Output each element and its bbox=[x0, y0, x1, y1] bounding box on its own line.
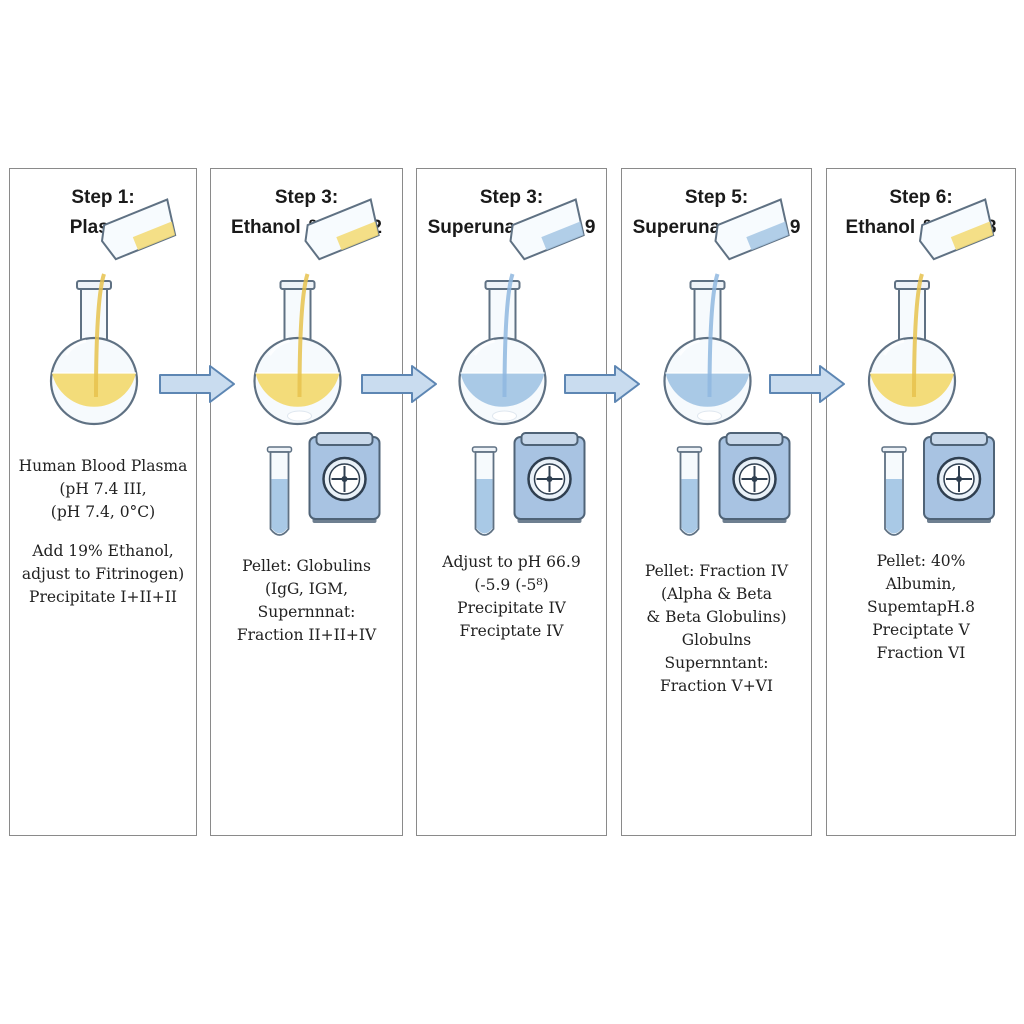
pouring-beaker-icon bbox=[509, 198, 585, 261]
step-panel-2: Step 3: Ethanol & pH 7.2 Pellet: Globuli… bbox=[210, 168, 403, 836]
description-line: Freciptate IV bbox=[459, 622, 564, 640]
pellet-icon bbox=[697, 410, 722, 422]
pouring-beaker-icon bbox=[100, 198, 177, 261]
description-line: Albumin, bbox=[885, 575, 957, 593]
description-line: SupemtapH.8 bbox=[866, 598, 976, 616]
description-line: Add 19% Ethanol, bbox=[32, 542, 174, 560]
step-panel-1: Step 1: Plasma Human Blood Plasma(pH 7.4… bbox=[9, 168, 197, 836]
pour-stream bbox=[707, 273, 720, 398]
centrifuge-icon bbox=[923, 432, 995, 523]
step-panel-3: Step 3: Superunant pH 6.9 Adjust to pH 6… bbox=[416, 168, 607, 836]
description-line: Fraction VI bbox=[876, 644, 966, 662]
line-gap bbox=[10, 524, 196, 540]
step-panel-5: Step 6: Ethanol & pH 4.8 Pellet: 40%Albu… bbox=[826, 168, 1016, 836]
pour-stream bbox=[502, 273, 515, 398]
description-line: Adjust to pH 66.9 bbox=[442, 553, 581, 571]
step-illustration bbox=[49, 198, 177, 426]
right-arrow-icon bbox=[361, 365, 437, 403]
test-tube-icon bbox=[266, 446, 293, 536]
description-line: Preciptate V bbox=[872, 621, 970, 639]
round-flask-icon bbox=[253, 280, 342, 426]
centrifuge-icon bbox=[513, 432, 586, 523]
pouring-beaker-icon bbox=[304, 198, 380, 261]
description-line: Human Blood Plasma bbox=[18, 457, 188, 475]
step-number: Step 5: bbox=[684, 187, 749, 208]
test-tube-icon bbox=[676, 446, 703, 536]
pour-stream bbox=[94, 273, 106, 398]
centrifuge-icon bbox=[308, 432, 381, 523]
round-flask-icon bbox=[458, 280, 547, 426]
test-tube-icon bbox=[471, 446, 498, 536]
description-line: (pH 7.4, 0°C) bbox=[50, 503, 156, 521]
description-line: & Beta Globulins) bbox=[646, 608, 787, 626]
test-tube-icon bbox=[881, 446, 907, 536]
step-illustration bbox=[663, 198, 791, 536]
step-description: Pellet: Globulins (IgG, IGM, Supernnnat: Fr… bbox=[211, 555, 402, 647]
step-illustration bbox=[458, 198, 586, 536]
description-line: Supernntant: bbox=[664, 654, 769, 672]
step-number: Step 3: bbox=[274, 187, 339, 208]
description-line: Pellet: Globulins bbox=[242, 557, 371, 575]
description-line: Supernnnat: bbox=[257, 603, 356, 621]
pellet-icon bbox=[492, 410, 517, 422]
description-line: Pellet: Fraction IV bbox=[644, 562, 789, 580]
description-line: Precipitate I+II+II bbox=[29, 588, 177, 606]
description-line: Fraction II+II+IV bbox=[236, 626, 377, 644]
step-description: Adjust to pH 66.9 (-5.9 (-5⁸) Precipitate … bbox=[417, 551, 606, 643]
pouring-beaker-icon bbox=[918, 198, 995, 261]
step-illustration bbox=[253, 198, 381, 536]
centrifuge-icon bbox=[718, 432, 791, 523]
description-line: Globulns bbox=[681, 631, 752, 649]
round-flask-icon bbox=[49, 280, 139, 426]
description-line: Fraction V+VI bbox=[659, 677, 773, 695]
pour-stream bbox=[297, 273, 310, 398]
description-line: (-5.9 (-5⁸) bbox=[474, 576, 549, 594]
step-number: Step 3: bbox=[479, 187, 544, 208]
step-description: Human Blood Plasma (pH 7.4 III, (pH 7.4, 0… bbox=[10, 455, 196, 609]
round-flask-icon bbox=[663, 280, 752, 426]
right-arrow-icon bbox=[159, 365, 235, 403]
description-line: Precipitate IV bbox=[457, 599, 566, 617]
step-illustration bbox=[867, 198, 995, 536]
step-panel-4: Step 5: Superunant pH 6.9 Pellet: Fracti… bbox=[621, 168, 812, 836]
step-number: Step 6: bbox=[889, 187, 953, 208]
step-description: Pellet: Fraction IV (Alpha & Beta & Beta G… bbox=[622, 560, 811, 698]
description-line: adjust to Fitrinogen) bbox=[21, 565, 185, 583]
pellet-icon bbox=[287, 410, 312, 422]
pour-stream bbox=[912, 273, 924, 398]
description-line: (IgG, IGM, bbox=[264, 580, 349, 598]
description-line: (pH 7.4 III, bbox=[59, 480, 147, 498]
description-line: (Alpha & Beta bbox=[660, 585, 773, 603]
right-arrow-icon bbox=[769, 365, 845, 403]
right-arrow-icon bbox=[564, 365, 640, 403]
step-number: Step 1: bbox=[71, 187, 135, 208]
pouring-beaker-icon bbox=[714, 198, 790, 261]
round-flask-icon bbox=[867, 280, 957, 426]
description-line: Pellet: 40% bbox=[876, 552, 966, 570]
